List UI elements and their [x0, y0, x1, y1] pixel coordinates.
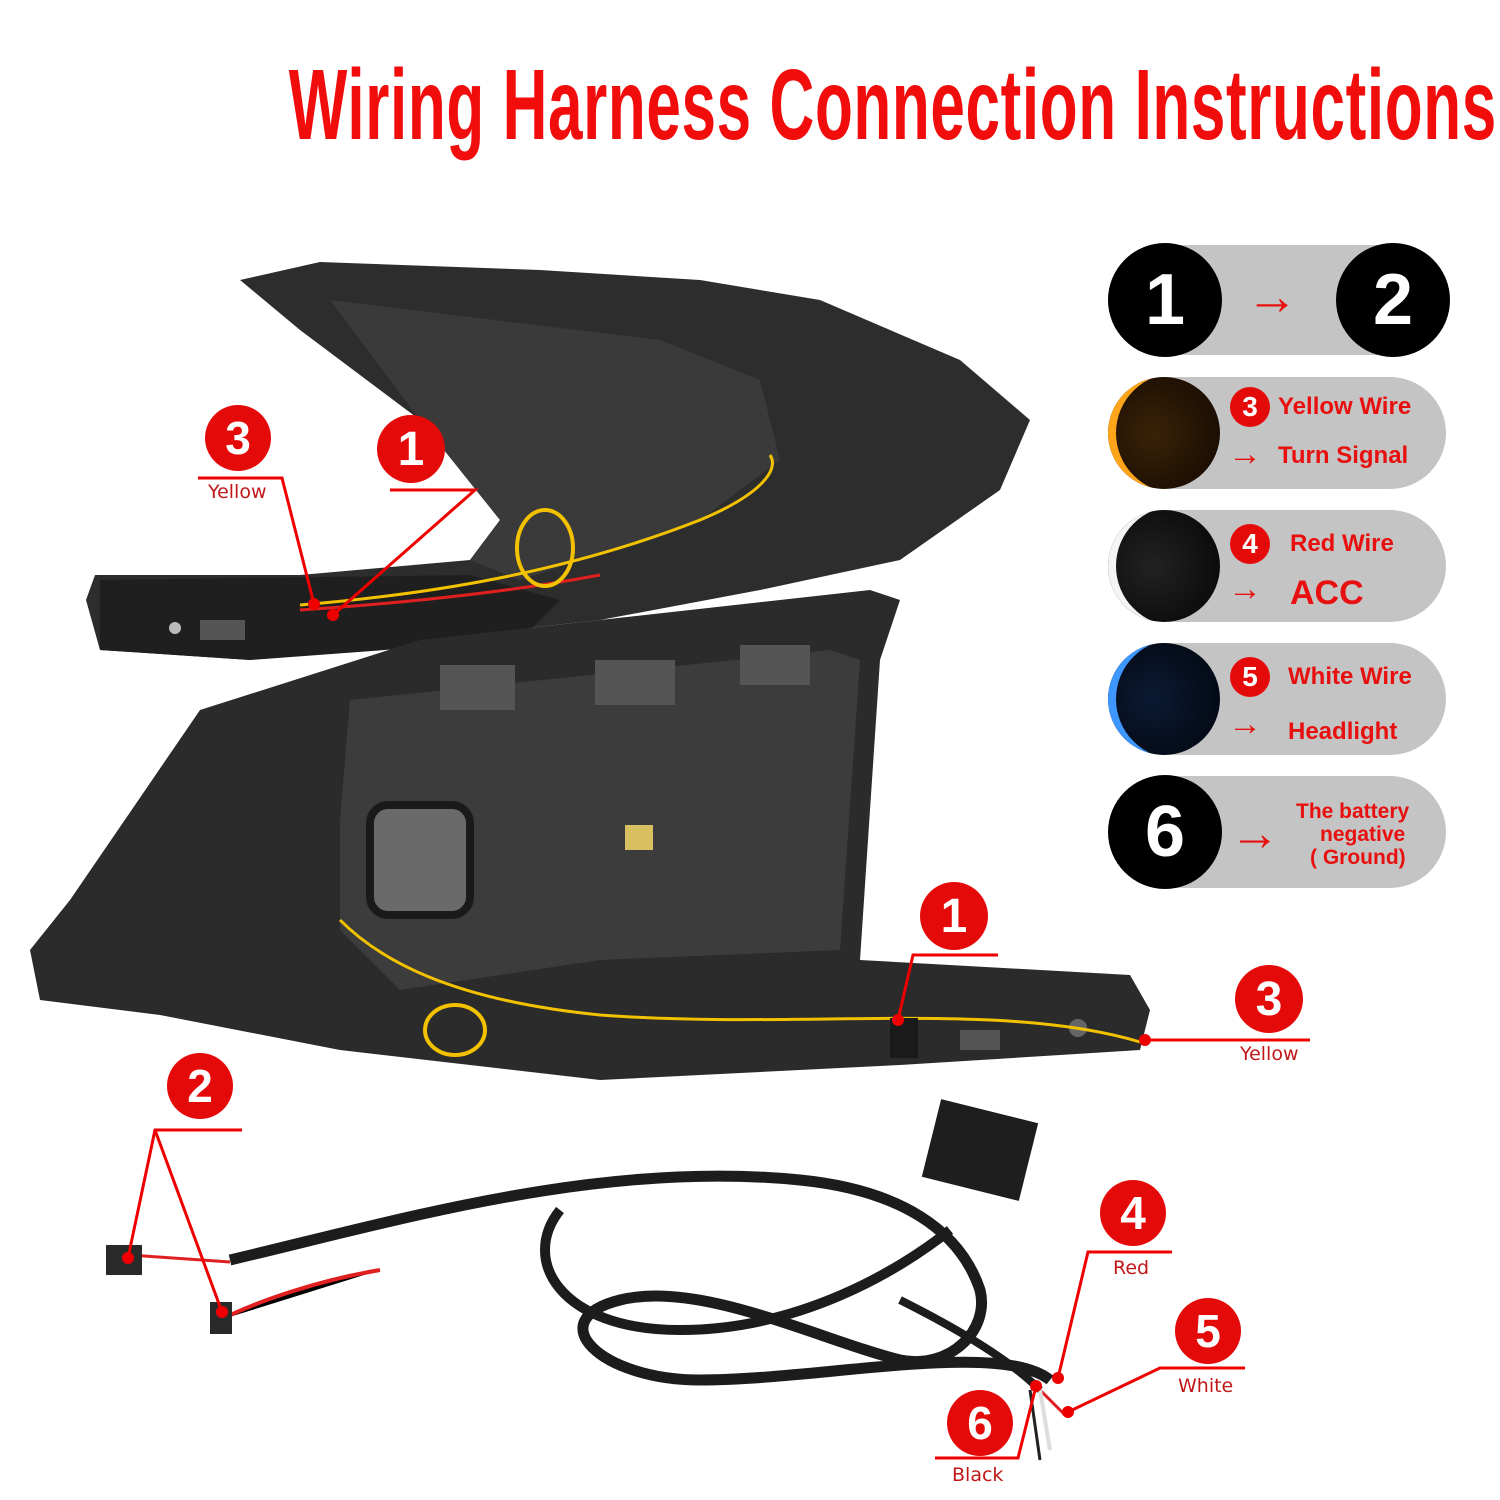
legend-target-turn-signal: Turn Signal: [1278, 442, 1409, 469]
legend-row-white-wire: 5 White Wire → Headlight: [1108, 643, 1446, 755]
arrow-right-icon: →: [1230, 805, 1280, 861]
callout-badge-6-harness: 6: [947, 1390, 1013, 1456]
wiring-harness: [106, 1099, 1067, 1461]
callout-badge-1-upper: 1: [377, 415, 445, 483]
step-1-circle: 1: [1108, 243, 1222, 357]
arrow-right-icon: →: [1228, 435, 1262, 473]
blue-led-thumbnail: [1108, 643, 1220, 755]
white-led-thumbnail: [1108, 510, 1220, 622]
arrow-right-icon: →: [1228, 705, 1262, 743]
callout-badge-4-harness: 4: [1100, 1180, 1166, 1246]
callout-badge-2-harness: 2: [167, 1053, 233, 1119]
arrow-right-icon: →: [1228, 570, 1262, 608]
legend-wire-red: Red Wire: [1290, 530, 1394, 557]
lower-drl-housing: [30, 590, 1150, 1080]
legend-target-ground-line3: ( Ground): [1310, 846, 1406, 869]
legend-row-1-to-2: 1 → 2: [1108, 243, 1450, 357]
legend-target-acc: ACC: [1290, 574, 1364, 612]
legend-row-ground: 6 → The battery negative ( Ground): [1108, 775, 1446, 889]
amber-led-thumbnail: [1108, 377, 1220, 489]
step-2-circle: 2: [1336, 243, 1450, 357]
callout-label-red: Red: [1113, 1257, 1150, 1279]
legend-target-ground-line1: The battery: [1296, 800, 1410, 823]
legend-row-red-wire: 4 Red Wire → ACC: [1108, 510, 1446, 622]
callout-label-yellow-upper: Yellow: [208, 481, 267, 503]
legend-wire-yellow: Yellow Wire: [1278, 393, 1412, 420]
badge-5: 5: [1230, 657, 1270, 697]
callout-badge-3-lower: 3: [1235, 965, 1303, 1033]
callout-label-white: White: [1178, 1375, 1234, 1397]
badge-3: 3: [1230, 387, 1270, 427]
callout-label-yellow-lower: Yellow: [1240, 1043, 1299, 1065]
badge-4: 4: [1230, 524, 1270, 564]
legend-row-yellow-wire: 3 Yellow Wire → Turn Signal: [1108, 377, 1446, 489]
step-6-circle: 6: [1108, 775, 1222, 889]
legend-target-headlight: Headlight: [1288, 718, 1398, 745]
leader-lines: [126, 476, 1310, 1460]
callout-badge-5-harness: 5: [1175, 1298, 1241, 1364]
leader-dots: [122, 598, 1151, 1418]
legend-wire-white: White Wire: [1288, 663, 1412, 690]
legend-target-ground-line2: negative: [1320, 823, 1406, 846]
callout-badge-3-upper: 3: [205, 405, 271, 471]
arrow-right-icon: →: [1246, 268, 1298, 326]
callout-label-black: Black: [952, 1464, 1004, 1486]
callout-badge-1-lower: 1: [920, 882, 988, 950]
